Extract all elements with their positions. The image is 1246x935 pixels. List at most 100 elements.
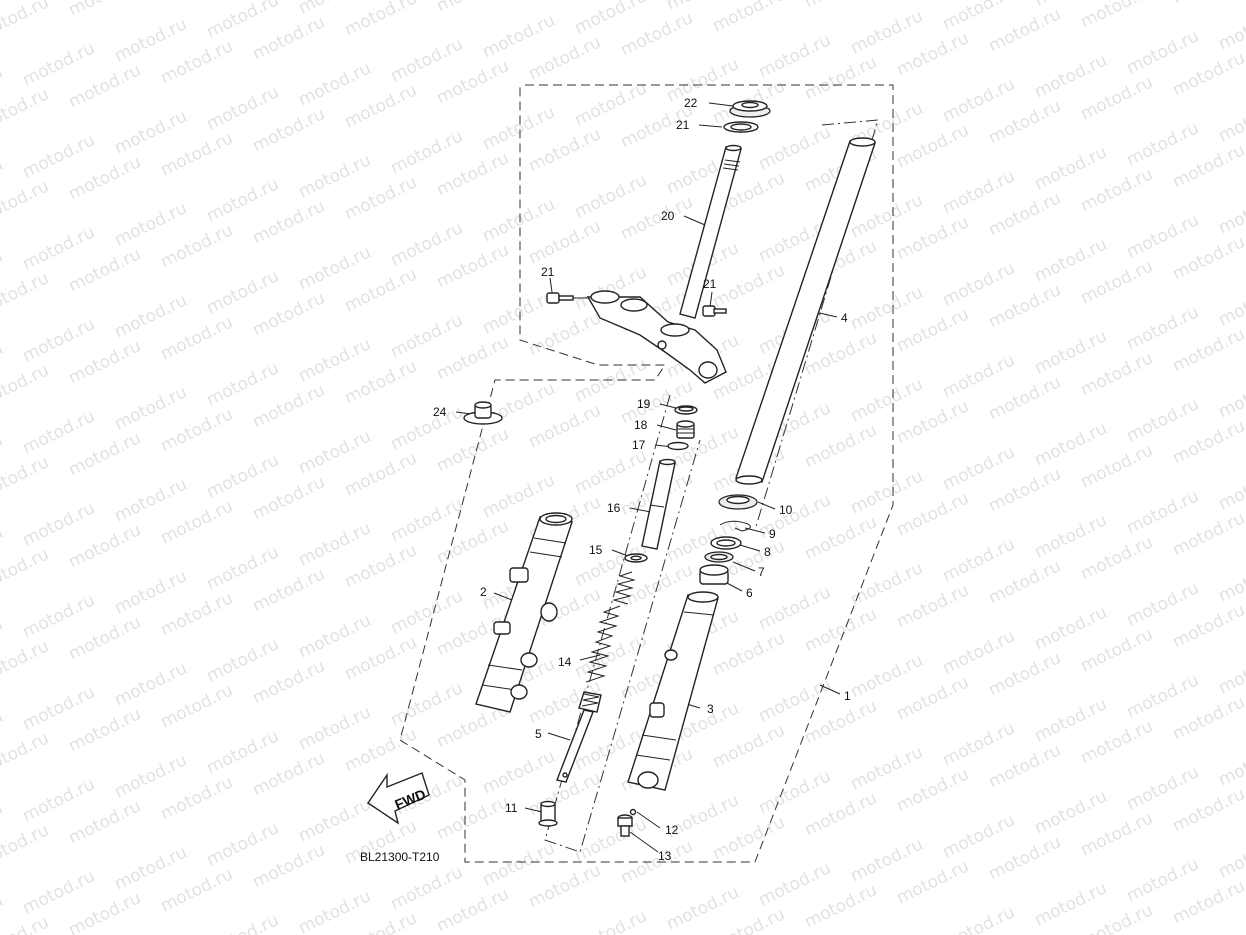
watermark-text: motod.ru [19, 774, 98, 826]
watermark-text: motod.ru [0, 176, 52, 228]
watermark-text: motod.ru [249, 288, 328, 340]
watermark-text: motod.ru [111, 290, 190, 342]
watermark-text: motod.ru [65, 888, 144, 935]
watermark-text: motod.ru [847, 650, 926, 702]
watermark-text: motod.ru [1031, 142, 1110, 194]
watermark-text: motod.ru [1169, 784, 1246, 836]
watermark-text: motod.ru [939, 442, 1018, 494]
watermark-text: motod.ru [0, 268, 52, 320]
watermark-text: motod.ru [249, 104, 328, 156]
watermark-text: motod.ru [985, 556, 1064, 608]
watermark-text: motod.ru [157, 864, 236, 916]
watermark-text: motod.ru [1169, 140, 1246, 192]
damper-boundary [544, 394, 701, 853]
part-3-outer-tube [627, 591, 719, 816]
watermark-text: motod.ru [1123, 210, 1202, 262]
watermark-text: motod.ru [1215, 462, 1246, 514]
watermark-text: motod.ru [111, 658, 190, 710]
watermark-text: motod.ru [341, 448, 420, 500]
watermark-text: motod.ru [0, 84, 52, 136]
watermark-text: motod.ru [295, 242, 374, 294]
watermark-text: motod.ru [1169, 692, 1246, 744]
watermark-text: motod.ru [249, 380, 328, 432]
watermark-text: motod.ru [65, 244, 144, 296]
watermark-text: motod.ru [801, 420, 880, 472]
watermark-text: motod.ru [341, 724, 420, 776]
inner-tube-boundary [754, 119, 879, 531]
watermark-text: motod.ru [525, 308, 604, 360]
watermark-text: motod.ru [203, 266, 282, 318]
part-24-grommet [463, 401, 503, 425]
part-20-steering-stem [679, 144, 742, 319]
watermark-text: motod.ru [893, 856, 972, 908]
watermark-text: motod.ru [111, 106, 190, 158]
watermark-text: motod.ru [847, 466, 926, 518]
watermark-text: motod.ru [1077, 164, 1156, 216]
watermark-text: motod.ru [801, 788, 880, 840]
watermark-text: motod.ru [571, 630, 650, 682]
watermark-text: motod.ru [157, 496, 236, 548]
part-8-washer [710, 536, 742, 550]
watermark-text: motod.ru [1169, 876, 1246, 928]
watermark-text: motod.ru [801, 604, 880, 656]
watermark-text: motod.ru [65, 520, 144, 572]
watermark-text: motod.ru [939, 258, 1018, 310]
watermark-text: motod.ru [985, 4, 1064, 56]
watermark-text: motod.ru [985, 188, 1064, 240]
watermark-text: motod.ru [65, 60, 144, 112]
watermark-text: motod.ru [433, 332, 512, 384]
watermark-text: motod.ru [203, 726, 282, 778]
watermark-text: motod.ru [1077, 808, 1156, 860]
watermark-text: motod.ru [1077, 624, 1156, 676]
callout-21-right: 21 [703, 277, 717, 291]
watermark-text: motod.ru [0, 360, 52, 412]
watermark-text: motod.ru [111, 474, 190, 526]
watermark-text: motod.ru [65, 336, 144, 388]
part-21-bolt-right [702, 305, 727, 317]
watermark-text: motod.ru [893, 396, 972, 448]
watermark-text: motod.ru [295, 58, 374, 110]
watermark-text: motod.ru [1077, 348, 1156, 400]
watermark-text: motod.ru [1077, 532, 1156, 584]
watermark-text: motod.ru [111, 382, 190, 434]
part-5-damper-rod [556, 691, 602, 783]
watermark-text: motod.ru [157, 36, 236, 88]
watermark-text: motod.ru [249, 748, 328, 800]
assembly-boundaries [399, 84, 894, 863]
watermark-text: motod.ru [1215, 738, 1246, 790]
watermark-text: motod.ru [571, 538, 650, 590]
watermark-text: motod.ru [847, 834, 926, 886]
watermark-text: motod.ru [525, 124, 604, 176]
watermark-text: motod.ru [295, 702, 374, 754]
watermark-text: motod.ru [341, 264, 420, 316]
watermark-text: motod.ru [801, 52, 880, 104]
watermark-text: motod.ru [433, 240, 512, 292]
watermark-text: motod.ru [0, 728, 52, 780]
watermark-text: motod.ru [157, 312, 236, 364]
part-16-spacer [641, 458, 676, 550]
callout-10: 10 [779, 503, 793, 517]
callout-19: 19 [637, 397, 651, 411]
watermark-text: motod.ru [1077, 0, 1156, 32]
watermark-text: motod.ru [203, 174, 282, 226]
watermark-text: motod.ru [341, 356, 420, 408]
watermark-text: motod.ru [893, 488, 972, 540]
watermark-text: motod.ru [19, 406, 98, 458]
watermark-text: motod.ru [19, 498, 98, 550]
watermark-text: motod.ru [801, 0, 880, 12]
watermark-text: motod.ru [203, 818, 282, 870]
watermark-text: motod.ru [755, 674, 834, 726]
watermark-text: motod.ru [847, 558, 926, 610]
callout-1: 1 [844, 689, 851, 703]
watermark-text: motod.ru [617, 8, 696, 60]
leader-lines [455, 102, 841, 853]
watermark-text: motod.ru [0, 820, 52, 872]
watermark-text: motod.ru [939, 534, 1018, 586]
watermark-text: motod.ru [755, 858, 834, 910]
watermark-text: motod.ru [0, 890, 6, 935]
watermark-text: motod.ru [341, 540, 420, 592]
watermark-text: motod.ru [65, 796, 144, 848]
watermark-text: motod.ru [387, 310, 466, 362]
watermark-text: motod.ru [479, 10, 558, 62]
